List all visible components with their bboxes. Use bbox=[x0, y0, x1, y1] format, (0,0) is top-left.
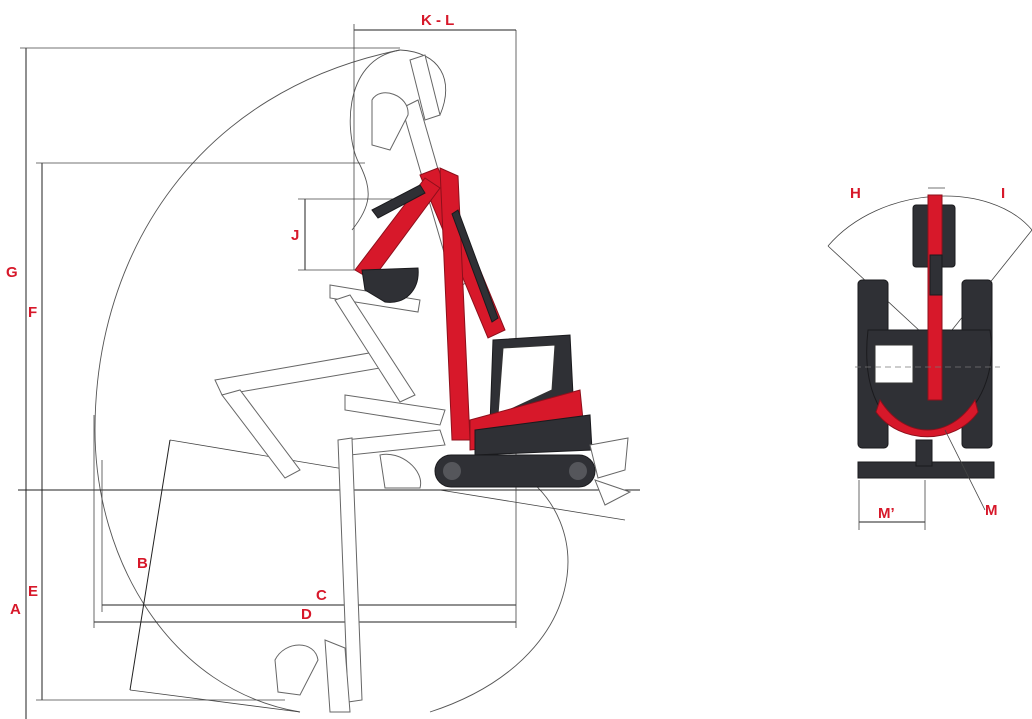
dimension-lines bbox=[18, 24, 640, 719]
swing-line bbox=[129, 689, 301, 713]
swing-line bbox=[169, 439, 351, 471]
label-b: B bbox=[137, 555, 148, 572]
blade-line bbox=[439, 489, 626, 521]
reach-envelope-lines bbox=[94, 49, 626, 713]
label-e: E bbox=[28, 583, 39, 600]
label-h: H bbox=[850, 185, 861, 202]
label-m-prime: M’ bbox=[878, 505, 895, 522]
depth-arc bbox=[429, 469, 569, 713]
rear-arm bbox=[927, 194, 943, 401]
arm-cylinder bbox=[371, 184, 426, 219]
ghost-stick-down bbox=[221, 389, 301, 479]
track bbox=[434, 454, 596, 488]
ghost-arm-up bbox=[409, 54, 441, 121]
label-f: F bbox=[28, 304, 38, 321]
ghost-arm-positions bbox=[214, 54, 471, 713]
dozer-blade-lowered bbox=[594, 479, 632, 506]
dozer-blade bbox=[589, 437, 629, 479]
ghost-boom-mid bbox=[334, 294, 416, 403]
rear-blade-support bbox=[915, 439, 933, 467]
rear-window bbox=[874, 344, 914, 384]
ghost-arm-lowest bbox=[344, 429, 446, 456]
ghost-arm-low bbox=[344, 394, 446, 426]
rear-counterweight-red bbox=[875, 398, 979, 438]
dim-b bbox=[129, 439, 171, 691]
ghost-arm-horizontal bbox=[214, 351, 381, 396]
label-a: A bbox=[10, 601, 21, 618]
ghost-bucket-deep bbox=[274, 644, 319, 696]
bucket bbox=[361, 267, 419, 303]
top-tip-arc bbox=[399, 49, 447, 116]
boom-cylinder bbox=[451, 209, 499, 323]
label-kl: K - L bbox=[421, 12, 455, 29]
label-m: M bbox=[985, 502, 998, 519]
label-j: J bbox=[291, 227, 300, 244]
rear-view bbox=[827, 187, 1032, 530]
label-c: C bbox=[316, 587, 327, 604]
label-g: G bbox=[6, 264, 18, 281]
label-i: I bbox=[1001, 185, 1006, 202]
ghost-bucket-ground bbox=[379, 453, 422, 489]
upper-loop-arc bbox=[349, 49, 401, 231]
boom-lower bbox=[439, 167, 471, 441]
max-reach-arc bbox=[94, 49, 401, 713]
cab-window bbox=[497, 344, 556, 416]
ghost-stick-lower bbox=[324, 639, 351, 713]
track-rollers bbox=[443, 462, 587, 480]
ghost-bucket-up bbox=[371, 92, 409, 151]
excavator-body-side bbox=[434, 334, 632, 506]
ghost-stick-vertical bbox=[337, 437, 363, 703]
main-boom-assembly bbox=[354, 167, 506, 441]
label-d: D bbox=[301, 606, 312, 623]
dim-m-leader bbox=[944, 429, 986, 511]
rear-cylinder bbox=[929, 254, 943, 296]
